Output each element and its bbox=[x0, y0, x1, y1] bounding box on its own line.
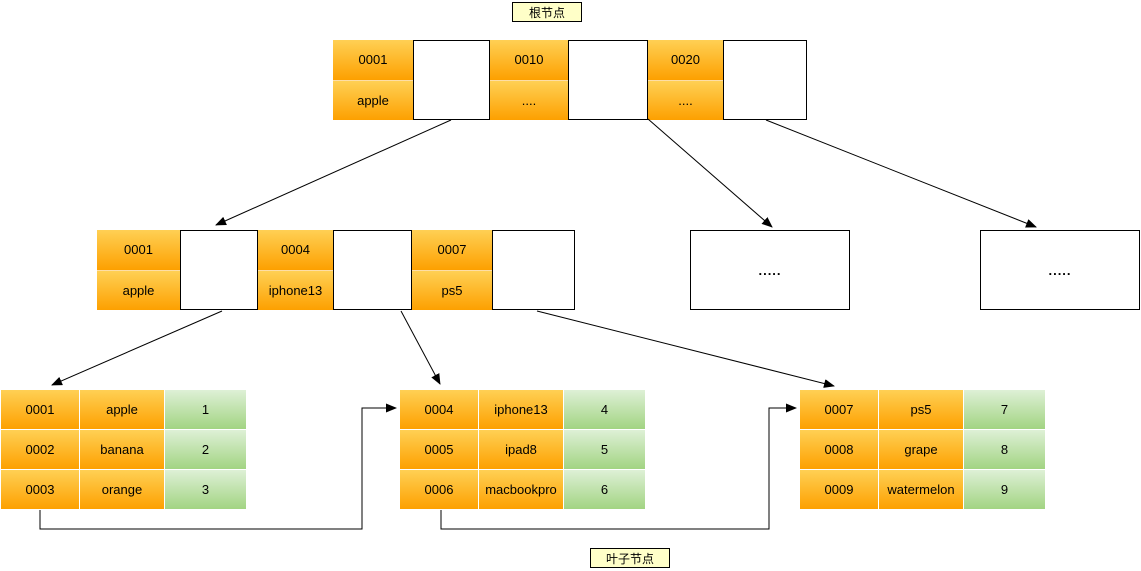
internal-entry-2: 0004 iphone13 bbox=[258, 230, 333, 310]
leaf1-row2-pos: 2 bbox=[165, 430, 246, 469]
arrow-internal-to-leaf-3 bbox=[536, 310, 835, 388]
leaf-table-2: 0004 iphone13 4 0005 ipad8 5 0006 macboo… bbox=[400, 390, 645, 509]
leaf-table-3: 0007 ps5 7 0008 grape 8 0009 watermelon … bbox=[800, 390, 1045, 509]
leaf2-row2-value: ipad8 bbox=[479, 430, 563, 469]
internal-entry-2-value: iphone13 bbox=[258, 269, 333, 310]
leaf2-row3-pos: 6 bbox=[564, 470, 645, 509]
internal-node-ellipsis-1: ..... bbox=[690, 230, 850, 310]
internal-node-ellipsis-2: ..... bbox=[980, 230, 1140, 310]
leaf2-row1-pos: 4 bbox=[564, 390, 645, 429]
internal-entry-3-key: 0007 bbox=[412, 230, 492, 270]
leaf2-row2-id: 0005 bbox=[400, 430, 478, 469]
internal-entry-1-value: apple bbox=[97, 269, 180, 310]
arrow-internal-to-leaf-1 bbox=[51, 310, 223, 386]
leaf3-row3-value: watermelon bbox=[879, 470, 963, 509]
internal-entry-3: 0007 ps5 bbox=[412, 230, 492, 310]
leaf3-row1-value: ps5 bbox=[879, 390, 963, 429]
leaf1-row1-id: 0001 bbox=[1, 390, 79, 429]
leaf-table-1: 0001 apple 1 0002 banana 2 0003 orange 3 bbox=[1, 390, 246, 509]
root-node-label: 根节点 bbox=[512, 2, 582, 22]
arrow-root-to-ellipsis-1 bbox=[647, 118, 773, 228]
leaf3-row2-pos: 8 bbox=[964, 430, 1045, 469]
root-entry-3: 0020 .... bbox=[648, 40, 723, 120]
internal-pointer-box-1 bbox=[180, 230, 258, 310]
leaf1-row1-pos: 1 bbox=[165, 390, 246, 429]
root-entry-2: 0010 .... bbox=[490, 40, 568, 120]
root-entry-1-key: 0001 bbox=[333, 40, 413, 80]
internal-entry-1-key: 0001 bbox=[97, 230, 180, 270]
root-pointer-box-2 bbox=[568, 40, 648, 120]
leaf2-row2-pos: 5 bbox=[564, 430, 645, 469]
root-node: 0001 apple 0010 .... 0020 .... bbox=[333, 40, 807, 120]
arrow-internal-to-leaf-2 bbox=[400, 310, 441, 385]
leaf1-row1-value: apple bbox=[80, 390, 164, 429]
internal-pointer-box-3 bbox=[492, 230, 575, 310]
leaf1-row2-id: 0002 bbox=[1, 430, 79, 469]
leaf2-row3-id: 0006 bbox=[400, 470, 478, 509]
root-entry-3-value: .... bbox=[648, 79, 723, 120]
leaf3-row3-id: 0009 bbox=[800, 470, 878, 509]
leaf1-row3-pos: 3 bbox=[165, 470, 246, 509]
internal-node: 0001 apple 0004 iphone13 0007 ps5 bbox=[97, 230, 575, 310]
leaf3-row1-pos: 7 bbox=[964, 390, 1045, 429]
leaf2-row1-value: iphone13 bbox=[479, 390, 563, 429]
root-entry-1-value: apple bbox=[333, 79, 413, 120]
root-pointer-box-1 bbox=[413, 40, 490, 120]
leaf3-row3-pos: 9 bbox=[964, 470, 1045, 509]
internal-entry-2-key: 0004 bbox=[258, 230, 333, 270]
internal-entry-3-value: ps5 bbox=[412, 269, 492, 310]
leaf1-row3-id: 0003 bbox=[1, 470, 79, 509]
internal-entry-1: 0001 apple bbox=[97, 230, 180, 310]
root-entry-1: 0001 apple bbox=[333, 40, 413, 120]
leaf3-row2-id: 0008 bbox=[800, 430, 878, 469]
leaf1-row3-value: orange bbox=[80, 470, 164, 509]
leaf-node-label: 叶子节点 bbox=[590, 548, 670, 568]
leaf2-row3-value: macbookpro bbox=[479, 470, 563, 509]
root-entry-3-key: 0020 bbox=[648, 40, 723, 80]
arrow-root-to-ellipsis-2 bbox=[765, 119, 1037, 228]
root-pointer-box-3 bbox=[723, 40, 807, 120]
root-entry-2-key: 0010 bbox=[490, 40, 568, 80]
internal-pointer-box-2 bbox=[333, 230, 412, 310]
leaf3-row2-value: grape bbox=[879, 430, 963, 469]
leaf3-row1-id: 0007 bbox=[800, 390, 878, 429]
root-entry-2-value: .... bbox=[490, 79, 568, 120]
arrow-root-to-internal bbox=[215, 119, 452, 226]
leaf1-row2-value: banana bbox=[80, 430, 164, 469]
leaf2-row1-id: 0004 bbox=[400, 390, 478, 429]
